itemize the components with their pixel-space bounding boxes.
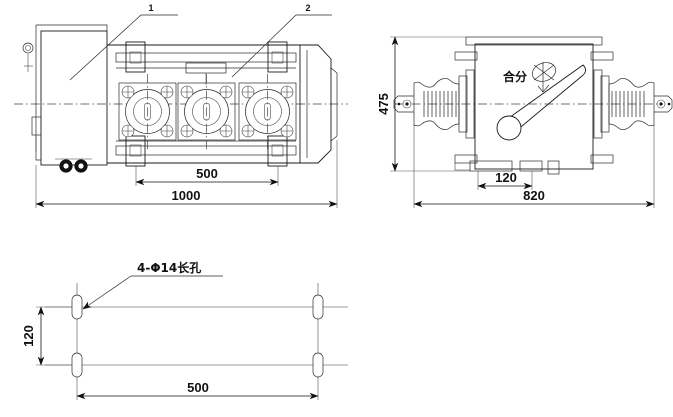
- front-dim-500-text: 500: [196, 166, 218, 181]
- front-dim-1000-text: 1000: [172, 188, 201, 203]
- front-leader-2-label: 2: [305, 3, 310, 13]
- side-base-feet: [454, 160, 560, 175]
- bottom-note-leader: 4-Φ14长孔: [82, 260, 223, 310]
- side-elevation-view: 合分 475 120 820: [376, 36, 673, 208]
- side-open-close-indicator: [531, 62, 557, 93]
- side-arm-bottom-left: [454, 154, 478, 164]
- side-top-cover: [465, 36, 603, 46]
- front-elevation-view: 1 2 500 1000: [14, 3, 348, 208]
- bottom-slot-top-right: [312, 294, 324, 320]
- front-dimension-500: 500: [135, 166, 279, 186]
- side-operation-label: 合分: [503, 69, 527, 84]
- side-arm-top-left: [454, 51, 478, 61]
- front-terminal-3: [238, 74, 297, 150]
- front-leader-1: 1: [69, 3, 178, 81]
- front-leader-2: 2: [231, 3, 332, 78]
- bottom-hole-pattern-view: 4-Φ14长孔 120 500: [21, 260, 348, 400]
- side-dimension-475: 475: [376, 36, 470, 172]
- bottom-slot-bottom-right: [312, 352, 324, 378]
- bottom-note-text: 4-Φ14长孔: [137, 260, 201, 275]
- front-dimension-1000: 1000: [35, 140, 338, 208]
- side-bushing-right: [593, 69, 673, 139]
- side-dim-120-text: 120: [495, 170, 517, 185]
- front-end-cap: [300, 44, 338, 164]
- side-bushing-left: [393, 69, 475, 139]
- bottom-slot-top-left: [71, 294, 83, 320]
- side-dim-475-text: 475: [376, 93, 391, 115]
- front-mounting-brackets: [125, 41, 288, 167]
- bottom-dimension-120: 120: [21, 306, 72, 366]
- side-arm-top-right: [590, 51, 614, 61]
- side-dimension-820: 820: [413, 125, 655, 208]
- front-terminal-1: [118, 74, 177, 150]
- side-tank-body: [474, 43, 594, 170]
- side-operating-lever: [496, 64, 586, 141]
- front-cable-glands: [55, 158, 92, 173]
- bottom-dim-500-text: 500: [187, 380, 209, 395]
- bottom-dim-120-text: 120: [21, 325, 36, 347]
- side-arm-bottom-right: [590, 154, 614, 164]
- front-leader-1-label: 1: [148, 3, 153, 13]
- bottom-slot-bottom-left: [71, 352, 83, 378]
- side-dim-820-text: 820: [523, 188, 545, 203]
- front-terminal-2: [177, 74, 236, 150]
- side-dimension-120: 120: [477, 170, 533, 190]
- front-operating-box: [22, 24, 108, 166]
- bottom-dimension-500: 500: [76, 377, 319, 400]
- front-tank-body: [107, 44, 301, 164]
